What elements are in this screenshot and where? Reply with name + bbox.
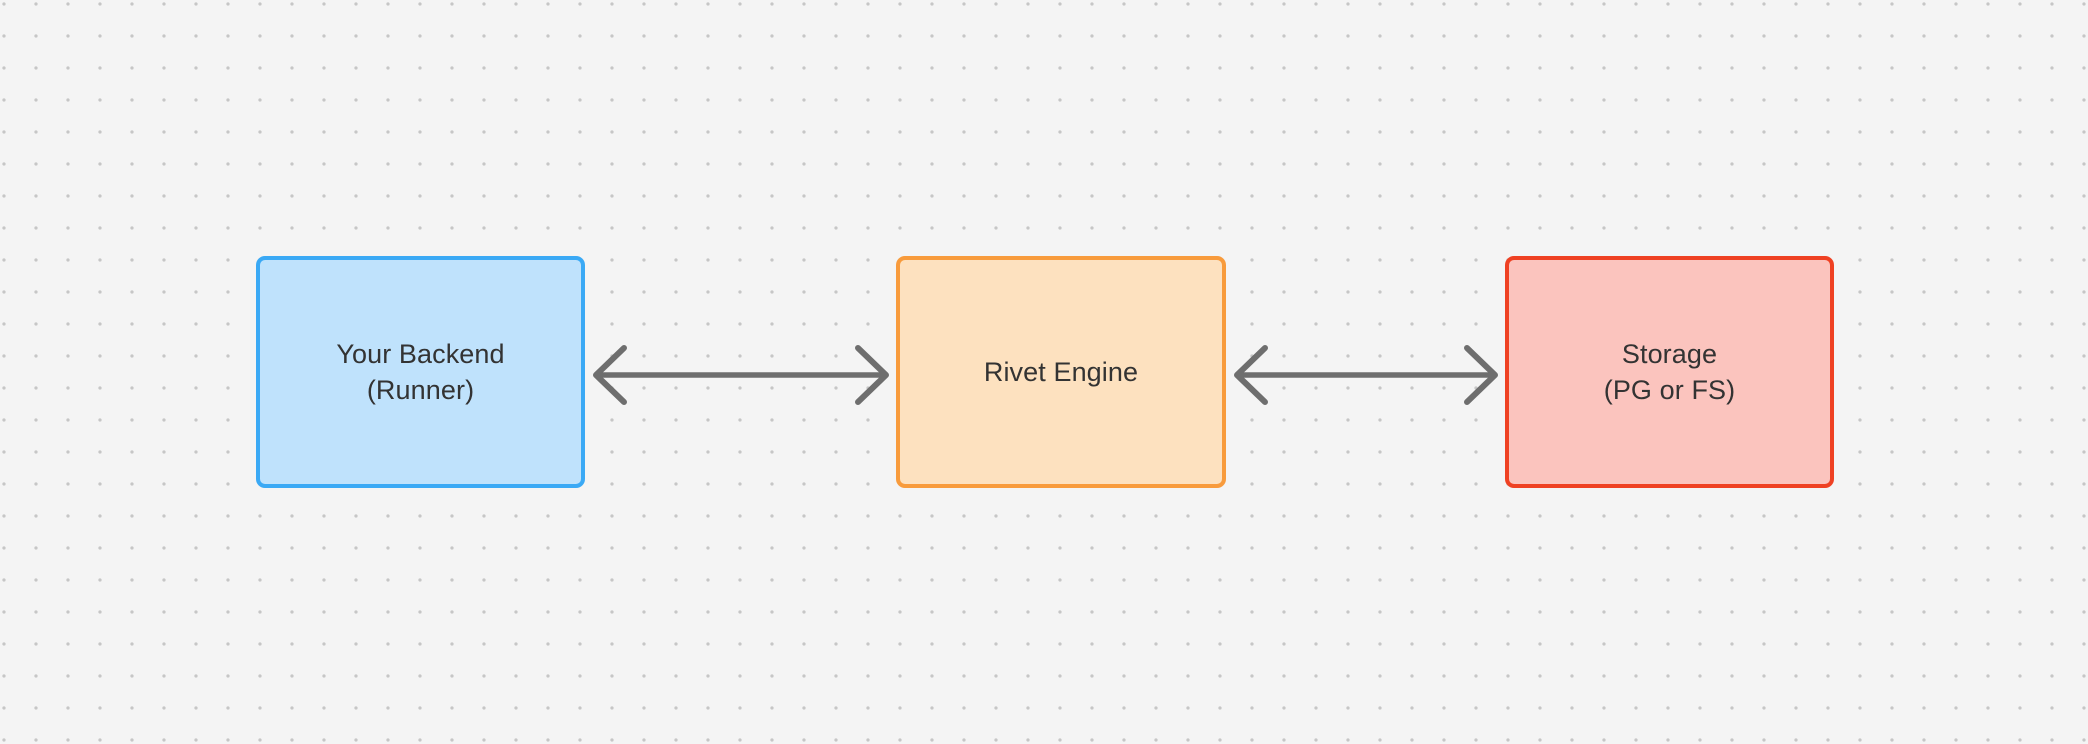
node-your-backend-label-line2: (Runner) — [366, 375, 475, 405]
node-rivet-engine[interactable]: Rivet Engine — [896, 256, 1226, 488]
node-rivet-engine-label-line1: Rivet Engine — [983, 357, 1139, 387]
node-your-backend-label-line1: Your Backend — [336, 339, 505, 369]
node-storage-label-line2: (PG or FS) — [1603, 375, 1736, 405]
edge-engine-storage[interactable] — [1225, 340, 1507, 410]
arrow-head-right-icon — [855, 345, 889, 405]
edge-backend-engine-arrow — [593, 345, 889, 405]
arrow-head-left-icon — [593, 345, 627, 405]
edge-engine-storage-arrow — [1234, 345, 1498, 405]
arrow-head-left-icon — [1234, 345, 1268, 405]
arrow-head-right-icon — [1464, 345, 1498, 405]
node-storage-label-line1: Storage — [1621, 339, 1718, 369]
node-storage[interactable]: Storage (PG or FS) — [1505, 256, 1834, 488]
edge-backend-engine[interactable] — [584, 340, 898, 410]
node-your-backend[interactable]: Your Backend (Runner) — [256, 256, 585, 488]
